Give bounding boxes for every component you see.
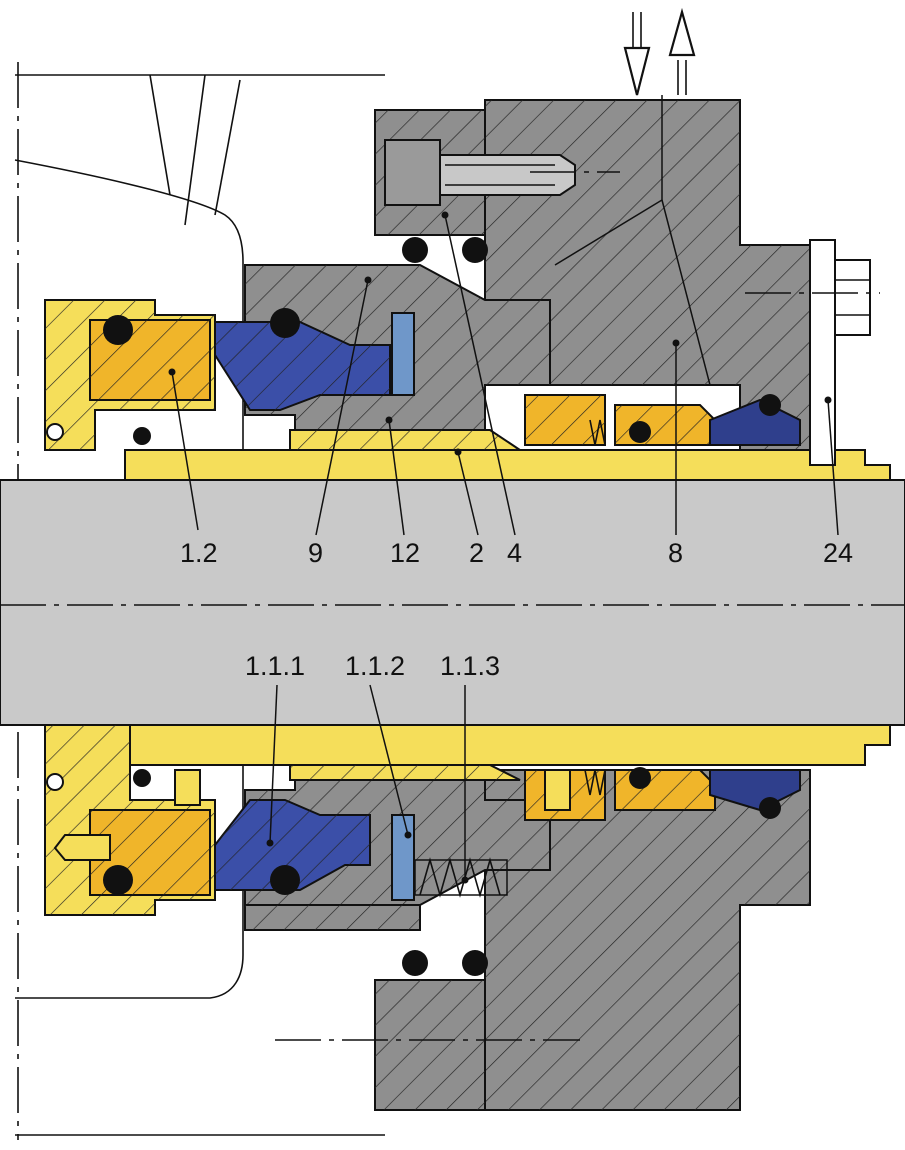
- flush-channel-line-2: [661, 199, 711, 386]
- o-ring: [103, 865, 133, 895]
- o-ring: [629, 421, 651, 443]
- hatch-overlay: [245, 905, 420, 930]
- shaft-sleeve: [124, 429, 891, 781]
- o-ring: [133, 769, 151, 787]
- set-screw: [53, 769, 571, 861]
- pin-hole: [46, 773, 64, 791]
- leader-lines: [171, 214, 839, 880]
- label-1-1-2: 1.1.2: [345, 651, 405, 681]
- o-ring: [270, 308, 300, 338]
- label-1-1-3: 1.1.3: [440, 651, 500, 681]
- o-ring: [402, 950, 428, 976]
- hatch-overlay: [290, 765, 520, 780]
- o-ring: [462, 950, 488, 976]
- o-ring: [270, 865, 300, 895]
- o-ring: [759, 797, 781, 819]
- label-12: 12: [390, 538, 420, 568]
- o-ring: [462, 237, 488, 263]
- hatch-overlay: [485, 770, 810, 1110]
- leader-dots: [168, 211, 832, 884]
- hatch-overlay: [525, 395, 605, 445]
- label-2: 2: [469, 538, 484, 568]
- centerlines: [0, 171, 905, 1041]
- o-rings: [46, 237, 781, 976]
- label-24: 24: [823, 538, 853, 568]
- label-8: 8: [668, 538, 683, 568]
- clamp-plate: [809, 239, 871, 466]
- pin-hole: [46, 423, 64, 441]
- label-1-2: 1.2: [180, 538, 218, 568]
- down-arrow-icon: [623, 12, 651, 96]
- cap-screw: [384, 139, 576, 206]
- o-ring: [103, 315, 133, 345]
- o-ring: [133, 427, 151, 445]
- label-9: 9: [308, 538, 323, 568]
- o-ring: [629, 767, 651, 789]
- label-4: 4: [507, 538, 522, 568]
- hatch-overlay: [615, 405, 715, 445]
- hatch-overlay: [375, 980, 485, 1110]
- o-ring: [402, 237, 428, 263]
- hatch-overlay: [215, 800, 370, 890]
- up-arrow-icon: [668, 7, 696, 95]
- o-ring: [759, 394, 781, 416]
- pump-casing-outline: [14, 62, 385, 1140]
- compression-spring: [414, 857, 508, 898]
- shaft: [0, 479, 905, 726]
- hatch-overlay: [290, 430, 520, 450]
- label-1-1-1: 1.1.1: [245, 651, 305, 681]
- part-labels: 1.2 9 12 2 4 8 24 1.1.1 1.1.2 1.1.3: [180, 538, 853, 681]
